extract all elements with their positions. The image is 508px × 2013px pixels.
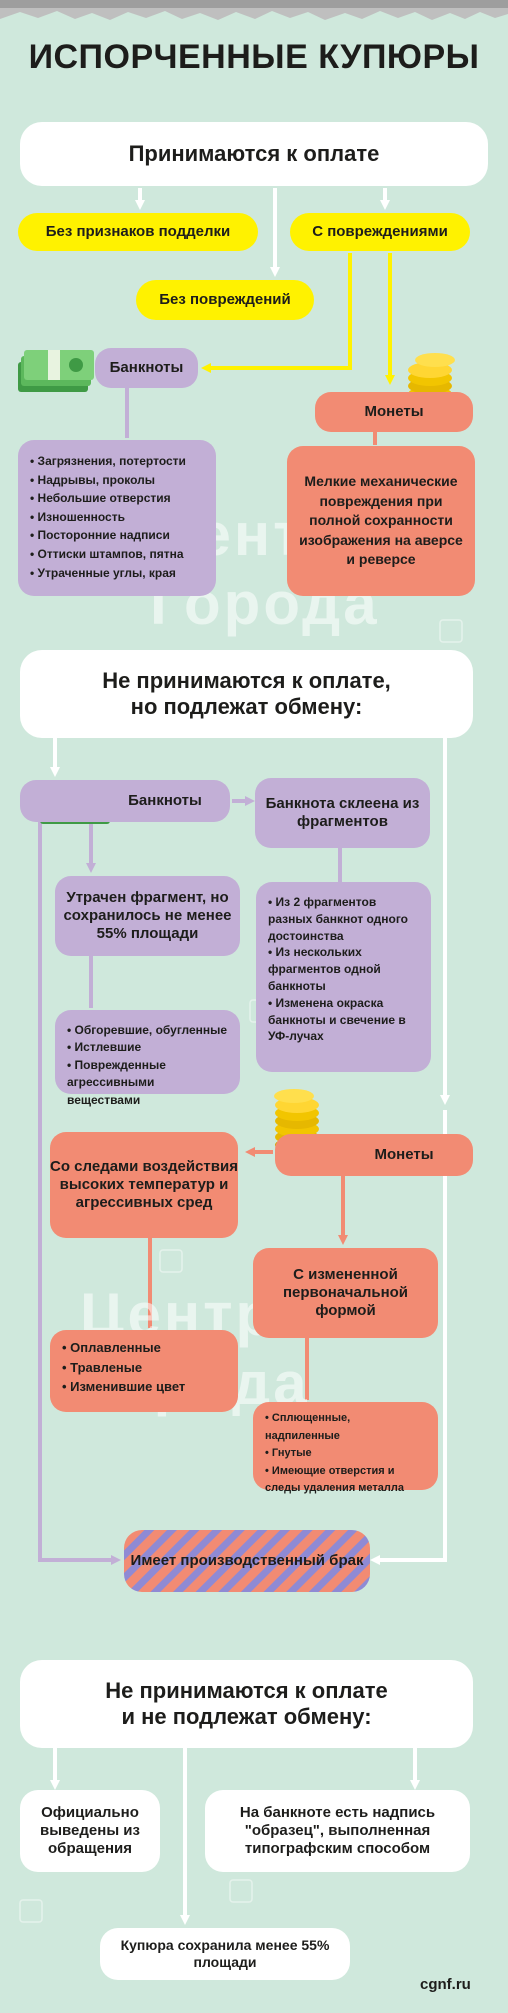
no-forgery-box: Без признаков подделки [18, 213, 258, 251]
list-item: Изношенность [30, 508, 206, 527]
list-item: Надрывы, проколы [30, 471, 206, 490]
list-item: Небольшие отверстия [30, 489, 206, 508]
list-item: Гнутые [265, 1445, 428, 1463]
glued-list: Из 2 фрагментов разных банкнот одного до… [256, 882, 431, 1072]
section2-header-line2: но подлежат обмену: [130, 694, 363, 719]
coin-damage-text: Мелкие механические повреждения при полн… [287, 446, 475, 596]
section3-header: Не принимаются к оплате и не подлежат об… [20, 1660, 473, 1748]
list-item: Из нескольких фрагментов одной банкноты [268, 944, 421, 994]
section2-header-line1: Не принимаются к оплате, [102, 667, 391, 693]
list-item: Оттиски штампов, пятна [30, 545, 206, 564]
changed-shape-box: С измененной первоначальной формой [253, 1248, 438, 1338]
banknotes-box: Банкноты [95, 348, 198, 388]
list-item: Утраченные углы, края [30, 564, 206, 583]
specimen-box: На банкноте есть надпись "образец", выпо… [205, 1790, 470, 1872]
withdrawn-box: Официально выведены из обращения [20, 1790, 160, 1872]
defect-box-pattern [124, 1530, 370, 1592]
lost-fragment-box: Утрачен фрагмент, но сохранилось не мене… [55, 876, 240, 956]
glued-box: Банкнота склеена из фрагментов [255, 778, 430, 848]
heat-list: Оплавленные Травленые Изменившие цвет [50, 1330, 238, 1412]
list-item: Изменившие цвет [62, 1377, 228, 1397]
banknote-damage-list: Загрязнения, потертости Надрывы, проколы… [18, 440, 216, 596]
list-item: Изменена окраска банкноты и свечение в У… [268, 995, 421, 1045]
section2-header: Не принимаются к оплате, но подлежат обм… [20, 650, 473, 738]
money-stack-icon [18, 350, 94, 392]
coins-box: Монеты [315, 392, 473, 432]
banknotes-box-2: Банкноты [20, 780, 230, 822]
defect-box: Имеет производственный брак [130, 1552, 364, 1569]
section1-header: Принимаются к оплате [20, 122, 488, 186]
page-title: ИСПОРЧЕННЫЕ КУПЮРЫ [28, 38, 480, 76]
section3-header-line1: Не принимаются к оплате [105, 1677, 388, 1703]
coins-box-2: Монеты [275, 1134, 473, 1176]
changed-shape-list: Сплющенные, надпиленные Гнутые Имеющие о… [253, 1402, 438, 1494]
list-item: Сплющенные, надпиленные [265, 1410, 428, 1445]
list-item: Посторонние надписи [30, 526, 206, 545]
list-item: Загрязнения, потертости [30, 452, 206, 471]
damaged-box: С повреждениями [290, 213, 470, 251]
list-item: Истлевшие [67, 1039, 230, 1056]
list-item: Травленые [62, 1358, 228, 1378]
less-55-box: Купюра сохранила менее 55% площади [100, 1928, 350, 1980]
heat-box: Со следами воздействия высоких температу… [50, 1132, 238, 1238]
list-item: Из 2 фрагментов разных банкнот одного до… [268, 894, 421, 944]
list-item: Обгоревшие, обугленные [67, 1022, 230, 1039]
section3-header-line2: и не подлежат обмену: [121, 1704, 372, 1729]
site-label: cgnf.ru [420, 1976, 471, 1993]
list-item: Оплавленные [62, 1338, 228, 1358]
undamaged-box: Без повреждений [136, 280, 314, 320]
lost-fragment-list: Обгоревшие, обугленные Истлевшие Поврежд… [55, 1010, 240, 1107]
list-item: Имеющие отверстия и следы удаления метал… [265, 1463, 428, 1498]
list-item: Поврежденные агрессивными веществами [67, 1057, 230, 1109]
